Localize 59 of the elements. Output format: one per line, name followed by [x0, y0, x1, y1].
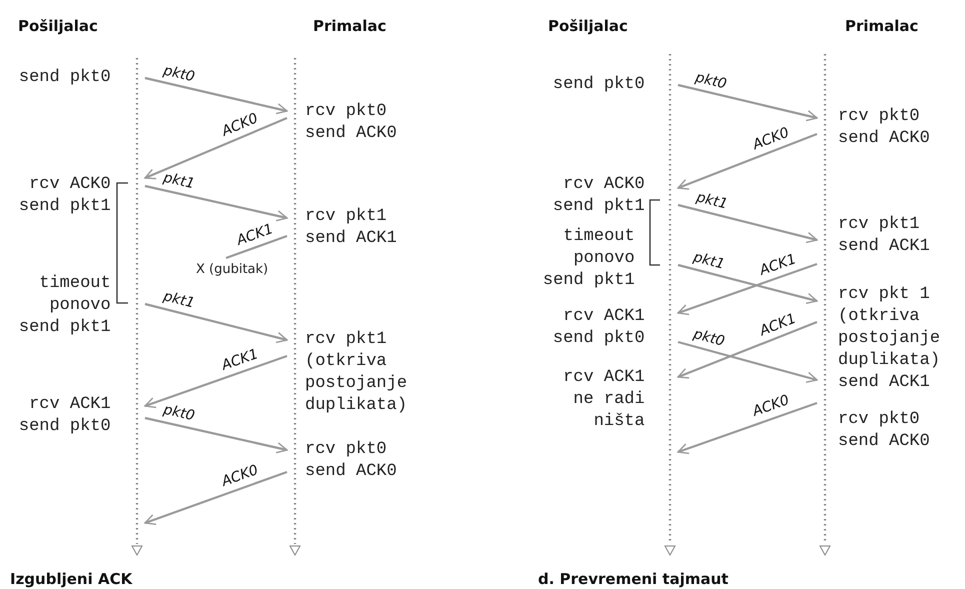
message-arrow [678, 264, 818, 304]
event-text: rcv pkt0 send ACK0 [305, 439, 398, 483]
message-arrow [677, 262, 818, 316]
lifeline [287, 56, 303, 556]
edge-label: pkt1 [162, 288, 196, 312]
event-text: rcv pkt0 send ACK0 [838, 106, 931, 150]
event-text: rcv pkt1 (otkriva postojanje duplikata) [305, 329, 408, 417]
edge-label: ACK1 [758, 251, 799, 279]
lifeline [817, 52, 833, 556]
message-arrow [678, 204, 818, 244]
edge-label: ACK0 [750, 392, 792, 420]
event-text: timeout ponovo send pkt1 [542, 226, 635, 292]
edge-label: ACK0 [219, 110, 260, 140]
message-arrow [144, 416, 288, 454]
event-text: rcv pkt0 send ACK0 [305, 101, 398, 145]
edge-label: ACK1 [757, 310, 798, 339]
lifeline-heading: Pošiljalac [548, 17, 628, 35]
edge-label: ACK0 [750, 124, 792, 154]
edge-label: pkt0 [162, 402, 196, 425]
message-arrow [144, 184, 288, 222]
message-arrow [144, 470, 288, 526]
message-arrow [144, 76, 288, 114]
edge-label: pkt1 [692, 248, 726, 272]
message-arrow [144, 116, 288, 180]
event-text: rcv pkt0 send ACK0 [838, 409, 931, 453]
edge-label: ACK0 [220, 462, 261, 490]
edge-label: pkt1 [694, 189, 729, 213]
message-arrow [678, 84, 818, 122]
lifeline-heading: Primalac [845, 17, 918, 35]
edge-label: pkt0 [694, 69, 728, 92]
message-arrow [678, 340, 818, 383]
lifeline [662, 52, 678, 556]
event-text: rcv ACK0 send pkt1 [552, 174, 645, 218]
event-text: rcv ACK1 send pkt0 [552, 306, 645, 350]
event-text: rcv ACK0 send pkt1 [18, 174, 111, 218]
message-arrow [677, 320, 818, 379]
lifeline-heading: Primalac [313, 17, 386, 35]
event-text: send pkt0 [18, 67, 111, 89]
event-text: send pkt0 [552, 74, 645, 96]
event-text: rcv pkt1 send ACK1 [305, 206, 398, 250]
event-text: rcv ACK1 send pkt0 [18, 394, 111, 438]
caption: d. Prevremeni tajmaut [538, 570, 728, 588]
message-arrow [677, 402, 818, 454]
message-arrow [144, 302, 288, 344]
edge-label: pkt0 [692, 326, 726, 350]
edge-label: pkt0 [162, 62, 196, 85]
event-text: rcv pkt1 send ACK1 [838, 214, 931, 258]
edge-label: pkt1 [162, 170, 196, 193]
event-text: rcv ACK1 ne radi ništa [562, 367, 645, 433]
loss-note: X (gubitak) [196, 262, 268, 277]
lifeline-heading: Pošiljalac [18, 17, 98, 35]
message-arrow [144, 354, 288, 408]
edge-label: ACK1 [235, 220, 276, 248]
edge-label: ACK1 [220, 346, 261, 374]
message-arrow [677, 132, 818, 190]
lifeline [129, 56, 145, 556]
caption: Izgubljeni ACK [10, 570, 132, 588]
event-text: timeout ponovo send pkt1 [18, 273, 111, 339]
event-text: rcv pkt 1 (otkriva postojanje duplikata) send ACK1 [838, 284, 942, 394]
